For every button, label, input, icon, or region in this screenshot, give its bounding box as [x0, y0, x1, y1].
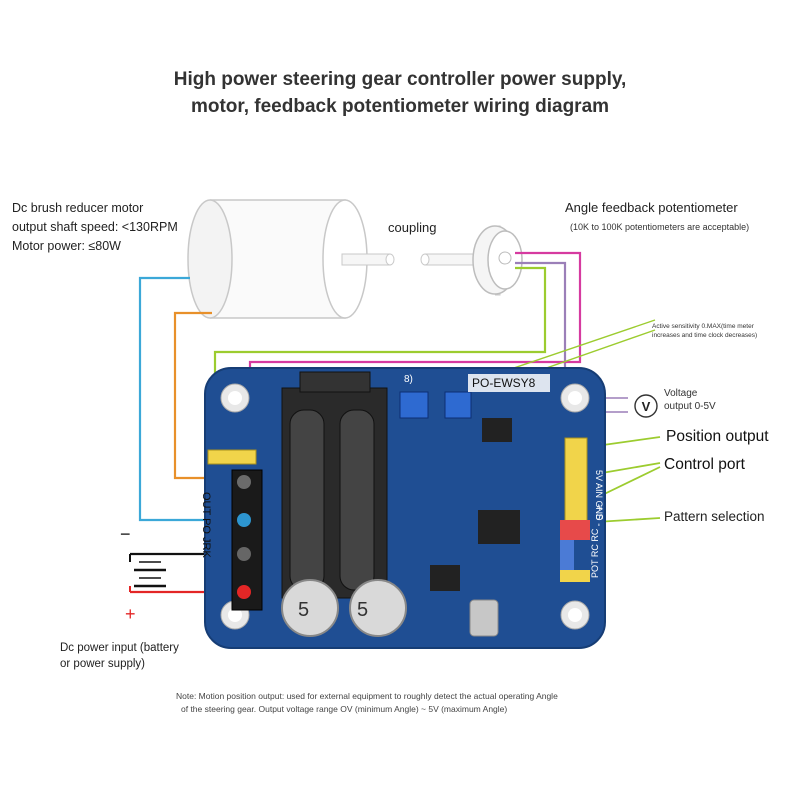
coupling-end — [420, 253, 430, 266]
battery-symbol — [129, 554, 166, 592]
power-plus: + — [125, 604, 136, 624]
capacitor-2 — [349, 579, 407, 637]
terminal-side-label: OUT PO JRK — [200, 492, 212, 558]
power-input-line2: or power supply) — [60, 658, 146, 670]
capacitor-1-mark: 5 — [298, 599, 309, 621]
ic-2 — [478, 510, 520, 544]
voltmeter-symbol: V — [642, 399, 651, 414]
motor-drawing — [187, 199, 395, 319]
capacitor-2-mark: 5 — [357, 599, 368, 621]
coupling-label: coupling — [388, 220, 437, 235]
potentiometer-note: (10K to 100K potentiometers are acceptab… — [570, 222, 750, 232]
mode-labels: POT RC RC — [590, 528, 600, 578]
footnote-line1: Note: Motion position output: used for e… — [176, 691, 558, 701]
voltage-label-line1: Voltage — [664, 388, 698, 399]
pattern-selection-label: Pattern selection — [664, 509, 765, 524]
trim-label: 8) — [404, 374, 413, 385]
voltmeter-circle — [634, 394, 658, 418]
potentiometer-label: Angle feedback potentiometer — [565, 200, 738, 215]
position-output-label: Position output — [666, 428, 769, 445]
pot-connector — [207, 449, 257, 465]
shaft-end — [385, 253, 395, 266]
controller-board: 5 5 8) PO-EWSY8 5V AIN GND + S - POT RC … — [200, 367, 606, 649]
sensitivity-note-line1: Active sensitivity 0.MAX(time meter — [652, 323, 754, 330]
motor-wire-cyan — [138, 276, 243, 522]
footnote-line2: of the steering gear. Output voltage ran… — [181, 704, 508, 714]
voltmeter: V — [634, 394, 658, 418]
motor-shaft — [341, 253, 391, 266]
trimmer-1 — [399, 391, 429, 419]
potentiometer-drawing — [472, 225, 523, 296]
motor-label-line2: output shaft speed: <130RPM — [12, 220, 178, 234]
voltage-label-line2: output 0-5V — [664, 401, 716, 412]
diagram-title-line2: motor, feedback potentiometer wiring dia… — [190, 96, 610, 117]
power-minus: − — [120, 524, 131, 544]
header-marks: + S - — [593, 505, 604, 526]
diagram-title-line1: High power steering gear controller powe… — [173, 69, 627, 90]
motor-rear-cap — [187, 199, 233, 319]
motor-label-line1: Dc brush reducer motor — [12, 201, 144, 215]
power-input-line1: Dc power input (battery — [60, 642, 179, 654]
board-model: PO-EWSY8 — [472, 376, 536, 390]
ic-1 — [482, 418, 512, 442]
sensitivity-note-line2: increases and time clock decreases) — [652, 332, 758, 339]
mode-jumper-blue — [560, 540, 574, 572]
ic-3 — [430, 565, 460, 591]
mode-jumper-red — [560, 520, 590, 540]
control-port-label: Control port — [664, 456, 745, 473]
capacitor-1 — [281, 579, 339, 637]
signal-header — [564, 437, 588, 523]
motor-label-line3: Motor power: ≤80W — [12, 239, 121, 253]
trimmer-2 — [444, 391, 472, 419]
header-labels: 5V AIN GND — [594, 470, 604, 521]
small-capacitor — [469, 599, 499, 637]
